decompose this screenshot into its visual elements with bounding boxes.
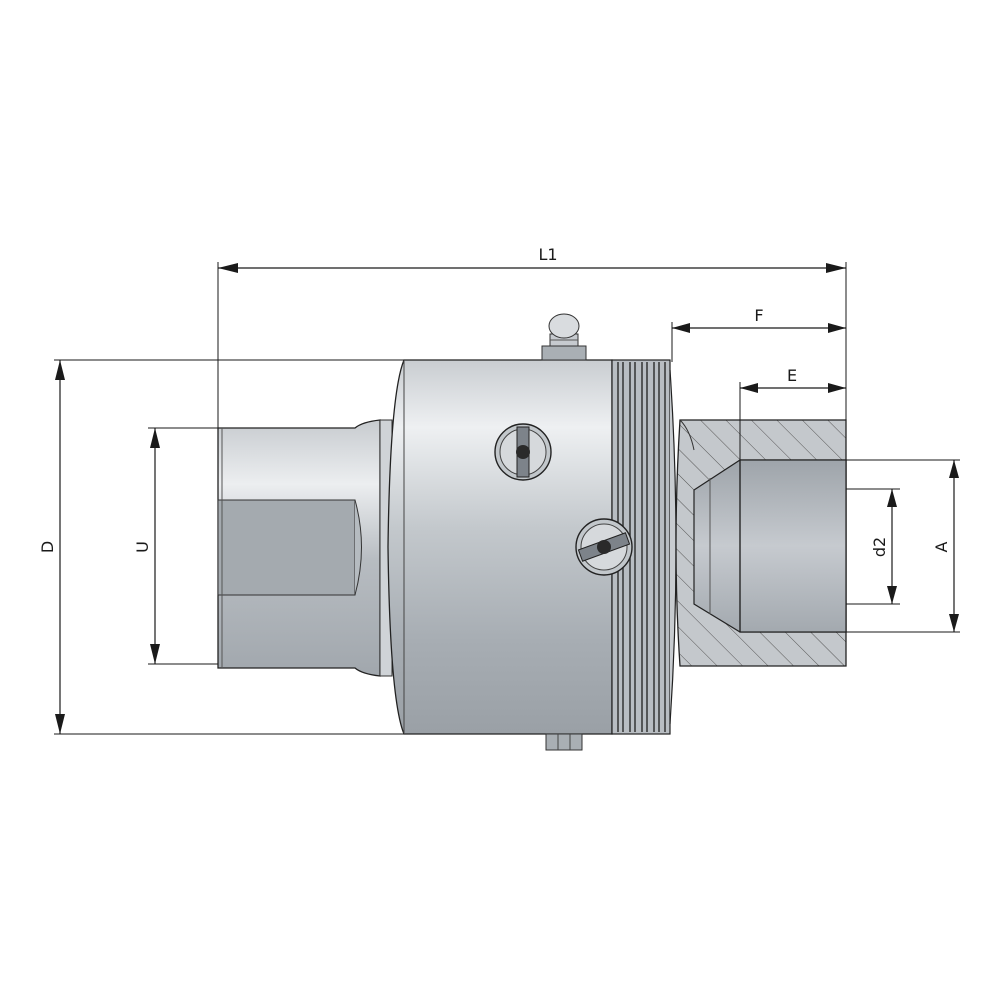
dim-L1: L1 bbox=[217, 245, 847, 428]
dim-d2: d2 bbox=[846, 488, 900, 605]
label-A: A bbox=[932, 541, 951, 552]
label-F: F bbox=[754, 306, 763, 325]
dim-A: A bbox=[846, 459, 960, 633]
dim-U: U bbox=[133, 427, 218, 665]
dim-D: D bbox=[38, 359, 404, 735]
grease-nipple-top bbox=[541, 313, 587, 361]
nut-bottom bbox=[545, 733, 583, 751]
label-L1: L1 bbox=[538, 245, 557, 264]
dim-E: E bbox=[739, 366, 846, 460]
label-d2: d2 bbox=[870, 537, 889, 557]
housing bbox=[387, 359, 613, 735]
right-section-view bbox=[675, 419, 847, 667]
screw-upper bbox=[494, 423, 552, 481]
label-D: D bbox=[38, 541, 57, 553]
label-E: E bbox=[787, 366, 797, 385]
label-U: U bbox=[133, 541, 152, 553]
left-shaft bbox=[217, 419, 393, 677]
screw-lower bbox=[575, 518, 633, 576]
dim-F: F bbox=[671, 306, 846, 362]
